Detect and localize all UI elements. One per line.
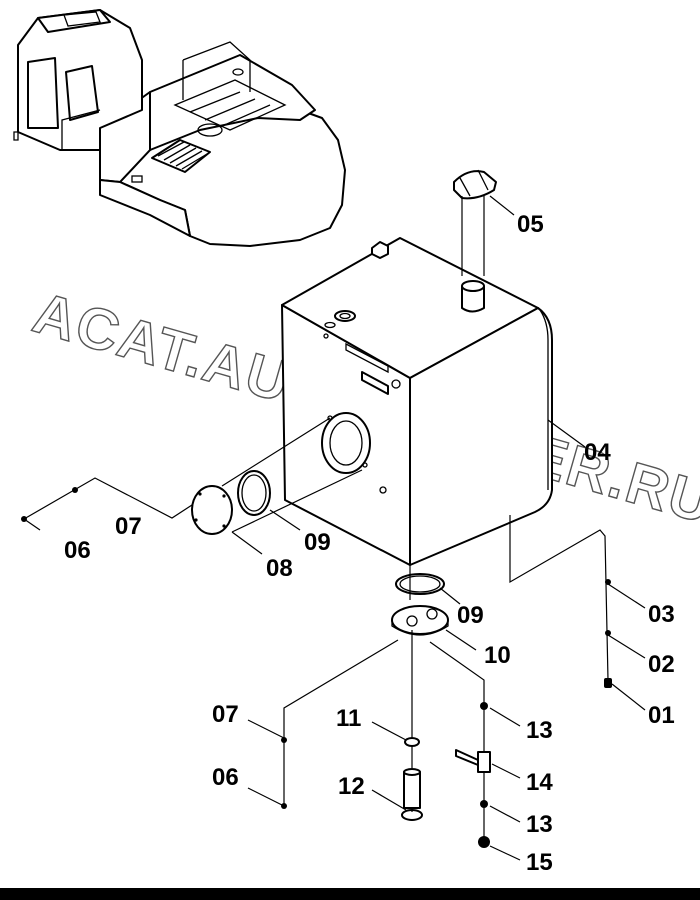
label-06-lower: 06	[212, 764, 239, 791]
label-05: 05	[517, 211, 544, 238]
bottom-border	[0, 888, 700, 900]
cover-plate-08	[191, 485, 233, 535]
gasket-09-side	[237, 470, 271, 516]
part-labels: 05 04 07 06 08 09 09 10 03 02 01 07 06 1…	[64, 211, 675, 876]
label-13-upper: 13	[526, 717, 553, 744]
label-14: 14	[526, 769, 553, 796]
bolt-set-left	[21, 477, 193, 531]
label-12: 12	[338, 773, 365, 800]
gasket-09-bottom	[395, 573, 445, 595]
drain-bolt-set	[509, 515, 612, 688]
label-08: 08	[266, 555, 293, 582]
label-06-left: 06	[64, 537, 91, 564]
label-13-lower: 13	[526, 811, 553, 838]
leader-lines	[231, 195, 646, 861]
label-01: 01	[648, 702, 675, 729]
label-04: 04	[584, 439, 611, 466]
label-11: 11	[336, 705, 361, 732]
label-09-bottom: 09	[457, 602, 484, 629]
bottom-cover-10	[391, 605, 449, 636]
hydraulic-tank	[281, 237, 553, 566]
label-03: 03	[648, 601, 675, 628]
label-15: 15	[526, 849, 553, 876]
label-09-side: 09	[304, 529, 331, 556]
label-02: 02	[648, 651, 675, 678]
label-10: 10	[484, 642, 511, 669]
filler-cap	[453, 169, 497, 276]
drain-valve-assembly	[429, 641, 491, 848]
strainer-assembly	[401, 630, 423, 821]
label-07-left: 07	[115, 513, 142, 540]
excavator-overview	[13, 9, 346, 247]
label-07-lower: 07	[212, 701, 239, 728]
hood-grille	[151, 139, 211, 173]
